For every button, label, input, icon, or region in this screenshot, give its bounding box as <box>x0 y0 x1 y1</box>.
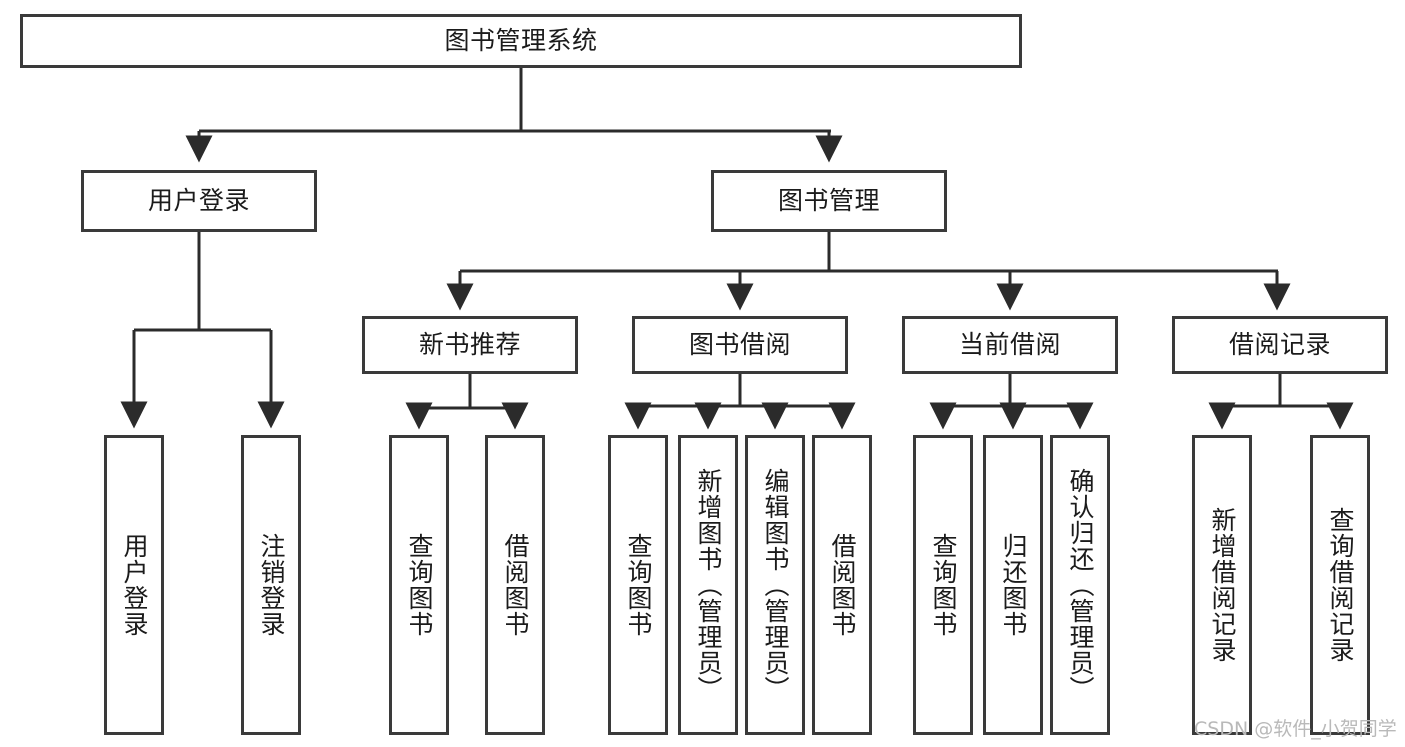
node-leaf-query-book-2[interactable]: 查询图书 <box>608 435 668 735</box>
node-leaf-borrow-book-1[interactable]: 借阅图书 <box>485 435 545 735</box>
node-book-manage[interactable]: 图书管理 <box>711 170 947 232</box>
node-leaf-confirm-return-label: 确认归还（管理员） <box>1066 468 1095 702</box>
node-user-login-label: 用户登录 <box>147 186 250 216</box>
node-leaf-borrow-book-2[interactable]: 借阅图书 <box>812 435 872 735</box>
node-leaf-add-book-label: 新增图书（管理员） <box>694 468 723 702</box>
node-leaf-add-record-label: 新增借阅记录 <box>1208 507 1237 663</box>
node-leaf-user-login[interactable]: 用户登录 <box>104 435 164 735</box>
node-leaf-add-book[interactable]: 新增图书（管理员） <box>678 435 738 735</box>
node-borrow-record-label: 借阅记录 <box>1228 330 1331 360</box>
node-leaf-return-book-label: 归还图书 <box>999 533 1028 637</box>
node-leaf-edit-book-label: 编辑图书（管理员） <box>761 468 790 702</box>
node-leaf-query-book-1[interactable]: 查询图书 <box>389 435 449 735</box>
node-current-borrow[interactable]: 当前借阅 <box>902 316 1118 374</box>
node-borrow-record[interactable]: 借阅记录 <box>1172 316 1388 374</box>
node-leaf-query-book-1-label: 查询图书 <box>405 533 434 637</box>
node-leaf-borrow-book-2-label: 借阅图书 <box>828 533 857 637</box>
node-leaf-user-logout-label: 注销登录 <box>257 533 286 637</box>
node-leaf-user-login-label: 用户登录 <box>120 533 149 637</box>
node-leaf-confirm-return[interactable]: 确认归还（管理员） <box>1050 435 1110 735</box>
node-leaf-query-book-3[interactable]: 查询图书 <box>913 435 973 735</box>
node-leaf-borrow-book-1-label: 借阅图书 <box>501 533 530 637</box>
node-new-book-rec[interactable]: 新书推荐 <box>362 316 578 374</box>
node-root[interactable]: 图书管理系统 <box>20 14 1022 68</box>
csdn-watermark: CSDN @软件_小贺同学 <box>1194 718 1397 740</box>
node-leaf-return-book[interactable]: 归还图书 <box>983 435 1043 735</box>
node-leaf-user-logout[interactable]: 注销登录 <box>241 435 301 735</box>
node-user-login[interactable]: 用户登录 <box>81 170 317 232</box>
node-leaf-edit-book[interactable]: 编辑图书（管理员） <box>745 435 805 735</box>
node-book-borrow[interactable]: 图书借阅 <box>632 316 848 374</box>
node-book-manage-label: 图书管理 <box>777 186 880 216</box>
node-book-borrow-label: 图书借阅 <box>688 330 791 360</box>
node-leaf-query-record[interactable]: 查询借阅记录 <box>1310 435 1370 735</box>
node-leaf-query-book-2-label: 查询图书 <box>624 533 653 637</box>
node-leaf-query-book-3-label: 查询图书 <box>929 533 958 637</box>
node-new-book-rec-label: 新书推荐 <box>418 330 521 360</box>
node-leaf-add-record[interactable]: 新增借阅记录 <box>1192 435 1252 735</box>
node-current-borrow-label: 当前借阅 <box>958 330 1061 360</box>
node-leaf-query-record-label: 查询借阅记录 <box>1326 507 1355 663</box>
node-root-label: 图书管理系统 <box>444 26 598 56</box>
